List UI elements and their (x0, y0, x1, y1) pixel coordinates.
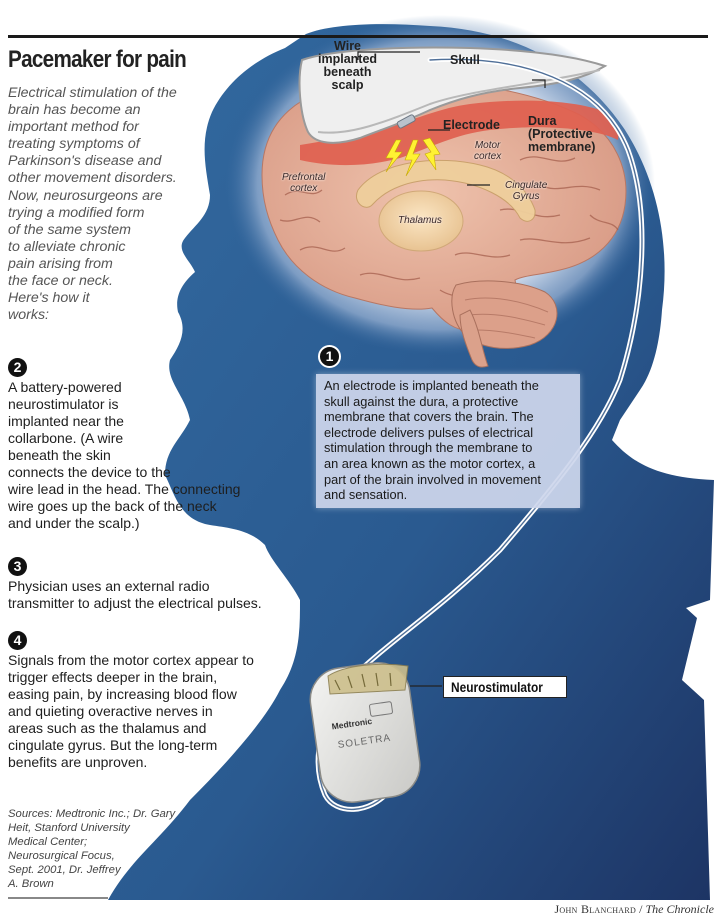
step-line: connects the device to the (8, 464, 171, 480)
step-line: neurostimulator is (8, 396, 119, 412)
top-rule (8, 35, 708, 38)
intro-line: works: (8, 307, 49, 324)
source-line: Neurosurgical Focus, (8, 849, 115, 862)
intro-line: Parkinson's disease and (8, 153, 162, 170)
intro-line: the face or neck. (8, 273, 113, 290)
label-line: (Protective (528, 127, 593, 141)
source-line: Sept. 2001, Dr. Jeffrey (8, 863, 121, 876)
step-line: and quieting overactive nerves in (8, 703, 213, 719)
step-line: skull against the dura, a protective (324, 393, 519, 409)
intro-line: important method for (8, 119, 139, 136)
step-line: collarbone. (A wire (8, 430, 124, 446)
step-line: areas such as the thalamus and (8, 720, 207, 736)
intro-line: Here's how it (8, 290, 90, 307)
intro-line: brain has become an (8, 102, 141, 119)
neurostimulator-label-text: Neurostimulator (451, 679, 543, 695)
step-number-2: 2 (8, 358, 27, 377)
step-line: Physician uses an external radio (8, 578, 210, 594)
brainstem-shape (459, 309, 489, 368)
step-line: and sensation. (324, 487, 408, 503)
label-line: cortex (474, 151, 502, 162)
neurostimulator-device: Medtronic SOLETRA (309, 662, 442, 803)
label-wire-implanted: Wire implanted beneath scalp (318, 40, 377, 92)
intro-line: trying a modified form (8, 204, 145, 221)
step-4: 4 Signals from the motor cortex appear t… (8, 631, 254, 771)
step-line: wire goes up the back of the neck (8, 498, 217, 514)
electrode-shape (396, 114, 416, 129)
label-line: scalp (331, 78, 364, 92)
step-number-4: 4 (8, 631, 27, 650)
step-line: stimulation through the membrane to (324, 440, 533, 456)
page-title: Pacemaker for pain (8, 46, 187, 73)
label-line: cortex (290, 183, 318, 194)
label-thalamus: Thalamus (398, 215, 442, 226)
label-line: Cingulate (505, 180, 548, 191)
label-cingulate-gyrus: Cingulate Gyrus (505, 180, 547, 202)
label-line: membrane) (528, 140, 596, 154)
step-line: An electrode is implanted beneath the (324, 378, 539, 393)
step-line: wire lead in the head. The connecting (8, 481, 241, 497)
intro-line: Electrical stimulation of the (8, 85, 177, 101)
label-line: Wire (334, 39, 362, 53)
step-line: transmitter to adjust the electrical pul… (8, 595, 262, 611)
step-line: cingulate gyrus. But the long-term (8, 737, 218, 753)
step-1-callout: An electrode is implanted beneath the sk… (316, 374, 580, 508)
label-line: Prefrontal (282, 172, 326, 183)
credit-separator: / (636, 902, 646, 916)
cingulate-gyrus-shape (356, 159, 536, 222)
intro-line: treating symptoms of (8, 136, 140, 153)
step-line: membrane that covers the brain. The (324, 409, 534, 425)
intro-line: Now, neurosurgeons are (8, 187, 163, 204)
intro-line: to alleviate chronic (8, 238, 126, 255)
credit-line: John Blanchard / The Chronicle (554, 902, 714, 917)
source-line: A. Brown (8, 877, 54, 890)
step-line: and under the scalp.) (8, 515, 140, 531)
step-3: 3 Physician uses an external radio trans… (8, 557, 262, 612)
sources: Sources: Medtronic Inc.; Dr. Gary Heit, … (8, 808, 175, 891)
label-prefrontal-cortex: Prefrontal cortex (282, 172, 325, 194)
step-line: implanted near the (8, 413, 124, 429)
stimulation-bolts (385, 137, 441, 177)
step-line: an area known as the motor cortex, a (324, 455, 536, 471)
step-line: trigger effects deeper in the brain, (8, 669, 218, 685)
label-line: Motor (474, 140, 501, 151)
credit-name: John Blanchard (554, 902, 637, 916)
label-line: beneath (323, 65, 372, 79)
source-line: Sources: Medtronic Inc.; Dr. Gary (8, 808, 176, 820)
intro-line: pain arising from (8, 255, 113, 272)
step-line: electrode delivers pulses of electrical (324, 424, 534, 440)
bottom-rule (8, 897, 108, 899)
label-electrode: Electrode (443, 118, 500, 132)
step-line: benefits are unproven. (8, 754, 148, 770)
credit-publication: The Chronicle (645, 902, 714, 916)
source-line: Medical Center; (8, 835, 88, 848)
step-number-1: 1 (318, 345, 341, 368)
step-line: Signals from the motor cortex appear to (8, 652, 254, 668)
step-2: 2 A battery-powered neurostimulator is i… (8, 358, 240, 532)
label-dura: Dura (Protective membrane) (528, 115, 595, 154)
step-line: A battery-powered (8, 379, 122, 395)
step-number-3: 3 (8, 557, 27, 576)
step-line: part of the brain involved in movement (324, 471, 541, 487)
intro-line: of the same system (8, 221, 132, 238)
thalamus-shape (378, 190, 464, 252)
label-line: Dura (528, 114, 557, 128)
step-line: beneath the skin (8, 447, 111, 463)
label-line: implanted (318, 52, 378, 66)
source-line: Heit, Stanford University (8, 821, 130, 834)
neurostimulator-label: Neurostimulator (443, 676, 568, 698)
label-line: Gyrus (512, 191, 540, 202)
step-line: easing pain, by increasing blood flow (8, 686, 237, 702)
intro-paragraph: Electrical stimulation of the brain has … (8, 85, 188, 324)
label-motor-cortex: Motor cortex (474, 140, 501, 162)
dura-shape (300, 100, 619, 166)
intro-line: other movement disorders. (8, 170, 177, 187)
label-skull: Skull (450, 53, 480, 67)
